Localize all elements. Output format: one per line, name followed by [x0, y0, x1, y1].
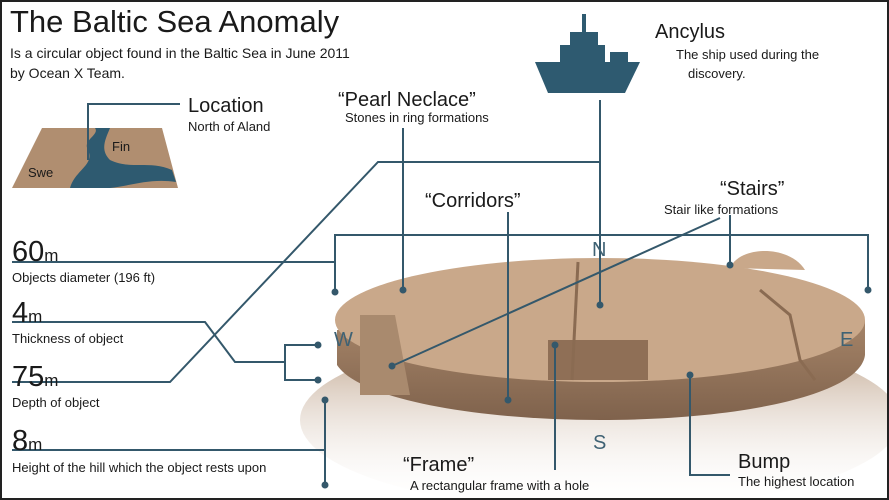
measure-diameter-desc: Objects diameter (196 ft): [12, 270, 156, 285]
page-title: The Baltic Sea Anomaly: [10, 4, 340, 39]
map-label-swe: Swe: [28, 165, 54, 180]
subtitle-line-2: by Ocean X Team.: [10, 65, 125, 81]
pearl-label: “Pearl Neclace”: [338, 89, 476, 111]
ship-desc-1: The ship used during the: [676, 47, 820, 62]
compass-e: E: [840, 329, 854, 351]
frame-desc: A rectangular frame with a hole: [410, 478, 590, 493]
measure-hill: 8m: [12, 425, 43, 457]
compass-n: N: [592, 239, 607, 261]
ship-silhouette: [535, 14, 640, 93]
ship-desc-2: discovery.: [688, 66, 746, 81]
measure-thickness: 4m: [12, 297, 43, 329]
location-desc: North of Aland: [188, 119, 271, 134]
corridors-label: “Corridors”: [425, 190, 521, 212]
subtitle-line-1: Is a circular object found in the Baltic…: [10, 45, 350, 61]
stairs-label: “Stairs”: [720, 178, 785, 200]
anomaly-object: [335, 250, 865, 420]
callout-dots: [314, 261, 872, 489]
measure-thickness-desc: Thickness of object: [12, 331, 124, 346]
map-label-fin: Fin: [112, 139, 131, 154]
measure-hill-desc: Height of the hill which the object rest…: [12, 460, 267, 475]
measure-diameter: 60m: [12, 236, 59, 268]
stairs-desc: Stair like formations: [664, 202, 779, 217]
frame-label: “Frame”: [403, 454, 475, 476]
location-map: [12, 128, 178, 188]
callout-lines: [12, 100, 869, 485]
ship-label: Ancylus: [655, 21, 726, 43]
compass-s: S: [593, 432, 607, 454]
bump-label: Bump: [738, 451, 791, 473]
location-label: Location: [188, 95, 264, 117]
compass-w: W: [334, 329, 353, 351]
measure-depth: 75m: [12, 361, 59, 393]
pearl-desc: Stones in ring formations: [345, 110, 489, 125]
measure-depth-desc: Depth of object: [12, 395, 100, 410]
bump-desc: The highest location: [738, 474, 855, 489]
